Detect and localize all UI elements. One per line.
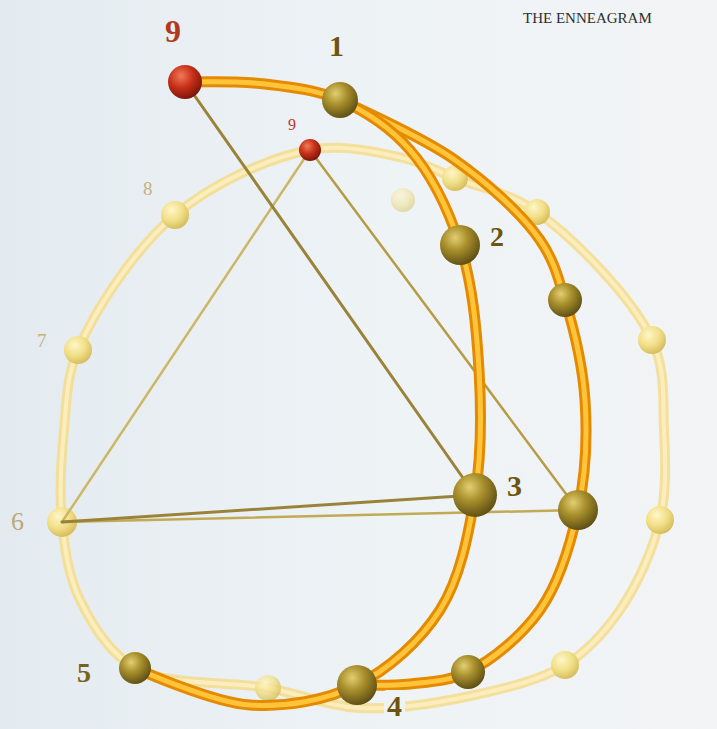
bead (453, 473, 497, 517)
callout-number: 7 (34, 330, 50, 351)
bead (646, 506, 674, 534)
back-ring-highlight (61, 148, 666, 708)
bead (638, 326, 666, 354)
callout-number: 9 (285, 116, 299, 134)
callout-number: 6 (8, 508, 27, 536)
front-ring-highlight (340, 100, 586, 685)
callout-number: 3 (504, 470, 525, 502)
red-bead (168, 65, 202, 99)
bead (551, 651, 579, 679)
bead (255, 675, 281, 701)
bead (161, 201, 189, 229)
inner-triangles (62, 82, 578, 522)
triangle-line (62, 495, 475, 522)
bead (337, 665, 377, 705)
callout-number: 1 (326, 30, 347, 62)
bead (451, 655, 485, 689)
red-bead (299, 139, 321, 161)
bead (548, 283, 582, 317)
back-ring (61, 148, 666, 708)
front-beads (119, 65, 598, 705)
bead (64, 336, 92, 364)
bead (391, 188, 415, 212)
bead (119, 652, 151, 684)
front-ring (135, 82, 481, 706)
bead (440, 225, 480, 265)
front-ring-highlight (135, 82, 481, 706)
callout-number: 4 (384, 690, 405, 722)
bead (558, 490, 598, 530)
back-beads (47, 165, 674, 701)
callout-number: 9 (162, 14, 184, 48)
callout-number: 5 (74, 658, 94, 688)
page-header: THE ENNEAGRAM (520, 10, 655, 27)
callout-number: 8 (140, 178, 156, 199)
callout-number: 2 (487, 222, 507, 252)
bead (322, 82, 358, 118)
front-ring (340, 100, 586, 685)
